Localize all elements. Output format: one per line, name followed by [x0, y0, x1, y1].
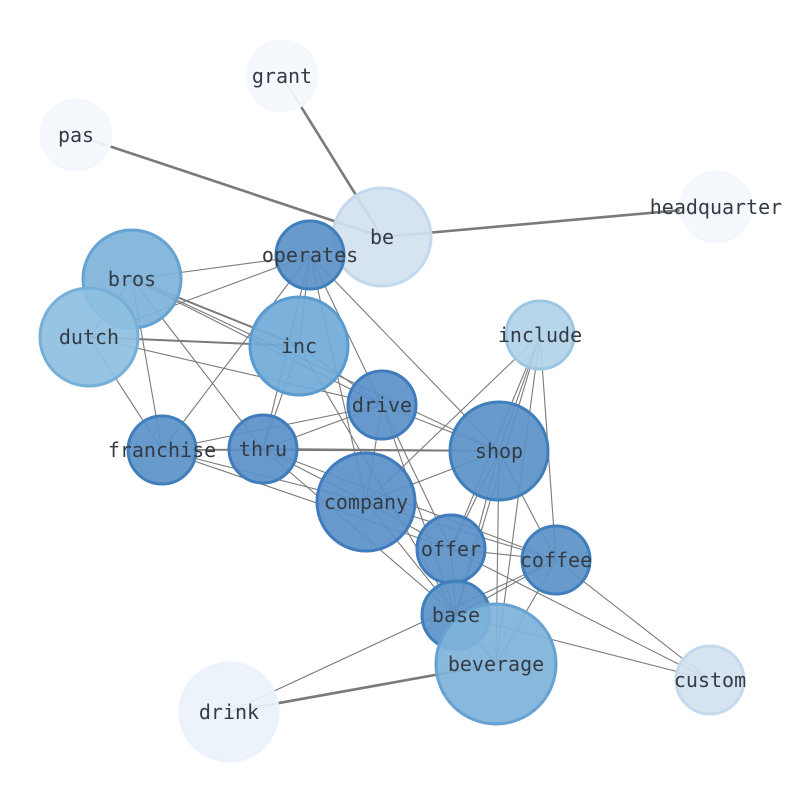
node-beverage [434, 602, 558, 726]
label-layer: grant pas headquarter be operates bros dutch in… [58, 64, 782, 724]
node-drive [346, 369, 418, 441]
node-label-drink: drink [199, 700, 259, 724]
node-custom [674, 644, 746, 716]
node-label-grant: grant [252, 64, 312, 88]
node-thru [227, 413, 299, 485]
node-label-inc: inc [281, 334, 317, 358]
node-shop [448, 400, 550, 502]
node-headquarter [679, 170, 753, 244]
node-label-offer: offer [421, 537, 481, 561]
node-coffee [520, 524, 592, 596]
node-label-coffee: coffee [520, 548, 592, 572]
node-label-be: be [370, 225, 394, 249]
node-label-base: base [432, 603, 480, 627]
edge-be-headquarter [381, 205, 717, 239]
node-label-franchise: franchise [108, 438, 216, 462]
edge-franchise-shop [161, 449, 500, 452]
edge-offer-custom [450, 548, 711, 681]
node-layer [38, 39, 753, 763]
node-grant [245, 39, 319, 113]
node-label-thru: thru [239, 437, 287, 461]
node-franchise [126, 414, 198, 486]
node-operates [274, 219, 346, 291]
node-pas [39, 98, 113, 172]
node-label-dutch: dutch [59, 325, 119, 349]
node-label-company: company [324, 490, 408, 514]
node-label-include: include [498, 323, 582, 347]
edge-pas-be [75, 133, 383, 239]
node-drink [178, 661, 280, 763]
node-dutch [38, 286, 140, 388]
node-label-headquarter: headquarter [650, 195, 782, 219]
edge-drink-coffee [228, 559, 557, 713]
node-label-pas: pas [58, 123, 94, 147]
edge-franchise-operates [161, 254, 311, 451]
node-inc [248, 295, 350, 397]
node-include [504, 299, 576, 371]
node-label-bros: bros [108, 267, 156, 291]
node-label-operates: operates [262, 243, 358, 267]
node-label-beverage: beverage [448, 652, 544, 676]
node-company [315, 451, 417, 553]
node-label-shop: shop [475, 439, 523, 463]
node-label-drive: drive [352, 393, 412, 417]
node-label-custom: custom [674, 668, 746, 692]
